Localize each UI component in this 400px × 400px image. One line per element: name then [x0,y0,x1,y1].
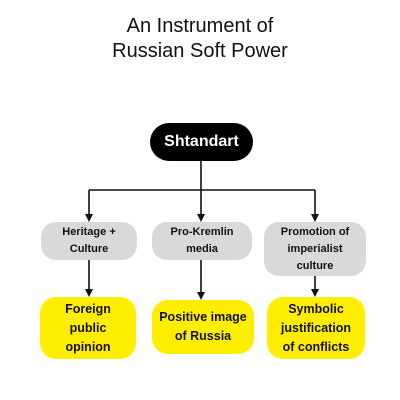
leaf-symbolic-line-1: Symbolic [288,301,344,316]
leaf-symbolic-line-2: justification [280,320,352,335]
node-promotion-line-2: imperialist [287,242,343,255]
leaf-foreign-line-2: public [69,320,107,335]
leaf-foreign-line-3: opinion [65,339,111,354]
node-promotion-imperialist-culture: Promotion of imperialist culture [264,222,366,276]
leaf-foreign-public-opinion: Foreign public opinion [40,297,136,359]
node-pro-kremlin-media-line-2: media [186,243,218,255]
root-node-label: Shtandart [164,133,239,150]
node-heritage-culture-line-2: Culture [69,243,109,255]
node-heritage-culture: Heritage + Culture [41,222,137,260]
leaf-positive-line-2: of Russia [174,329,232,343]
title-line-1: An Instrument of [126,15,274,37]
node-pro-kremlin-media-line-1: Pro-Kremlin [170,226,234,238]
leaf-symbolic-justification: Symbolic justification of conflicts [267,297,365,359]
leaf-symbolic-line-3: of conflicts [282,339,350,354]
leaf-positive-line-1: Positive image [159,310,247,324]
node-promotion-line-3: culture [296,259,334,272]
leaf-positive-image-of-russia: Positive image of Russia [152,300,254,354]
root-node-shtandart: Shtandart [150,123,253,161]
node-promotion-line-1: Promotion of [280,225,350,238]
node-heritage-culture-line-1: Heritage + [62,226,116,238]
title-line-2: Russian Soft Power [112,40,288,62]
node-pro-kremlin-media: Pro-Kremlin media [152,222,252,260]
diagram-title: An Instrument of Russian Soft Power [0,14,400,64]
leaf-foreign-line-1: Foreign [65,301,111,316]
